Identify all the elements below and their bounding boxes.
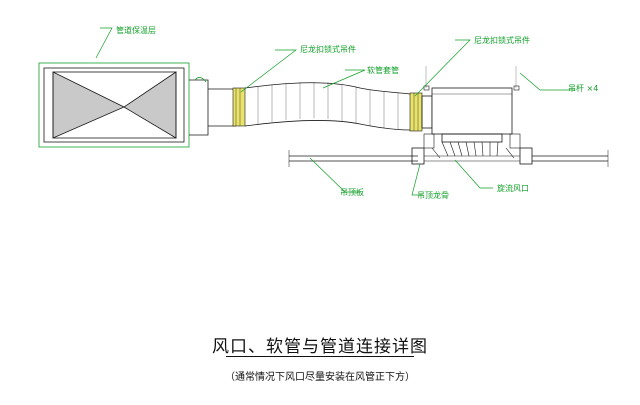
left-collar — [232, 87, 246, 127]
label-hanger-rod: 吊杆 ×4 — [568, 83, 598, 93]
right-collar — [409, 92, 423, 132]
label-swirl-diffuser: 旋流风口 — [497, 183, 529, 193]
label-ceiling-board: 吊顶板 — [340, 187, 364, 197]
label-insulation-layer: 管道保温层 — [116, 25, 156, 35]
diffuser-plenum — [421, 66, 521, 149]
swirl-diffuser-face — [424, 141, 520, 162]
title-underline — [226, 356, 414, 357]
branch-neck — [189, 77, 236, 136]
flexible-duct — [244, 82, 411, 131]
ceiling — [288, 147, 609, 167]
label-nylon-tie-right: 尼龙扣锁式吊件 — [474, 35, 530, 45]
diagram-subtitle: （通常情况下风口尽量安装在风管正下方） — [225, 372, 415, 383]
leader-lines — [95, 27, 575, 196]
label-ceiling-keel: 吊顶龙骨 — [417, 190, 449, 200]
label-flexible-duct: 软管套管 — [367, 65, 399, 75]
diagram-title: 风口、软管与管道连接详图 — [212, 337, 428, 357]
main-duct — [38, 62, 190, 148]
label-nylon-tie-left: 尼龙扣锁式吊件 — [300, 44, 356, 54]
